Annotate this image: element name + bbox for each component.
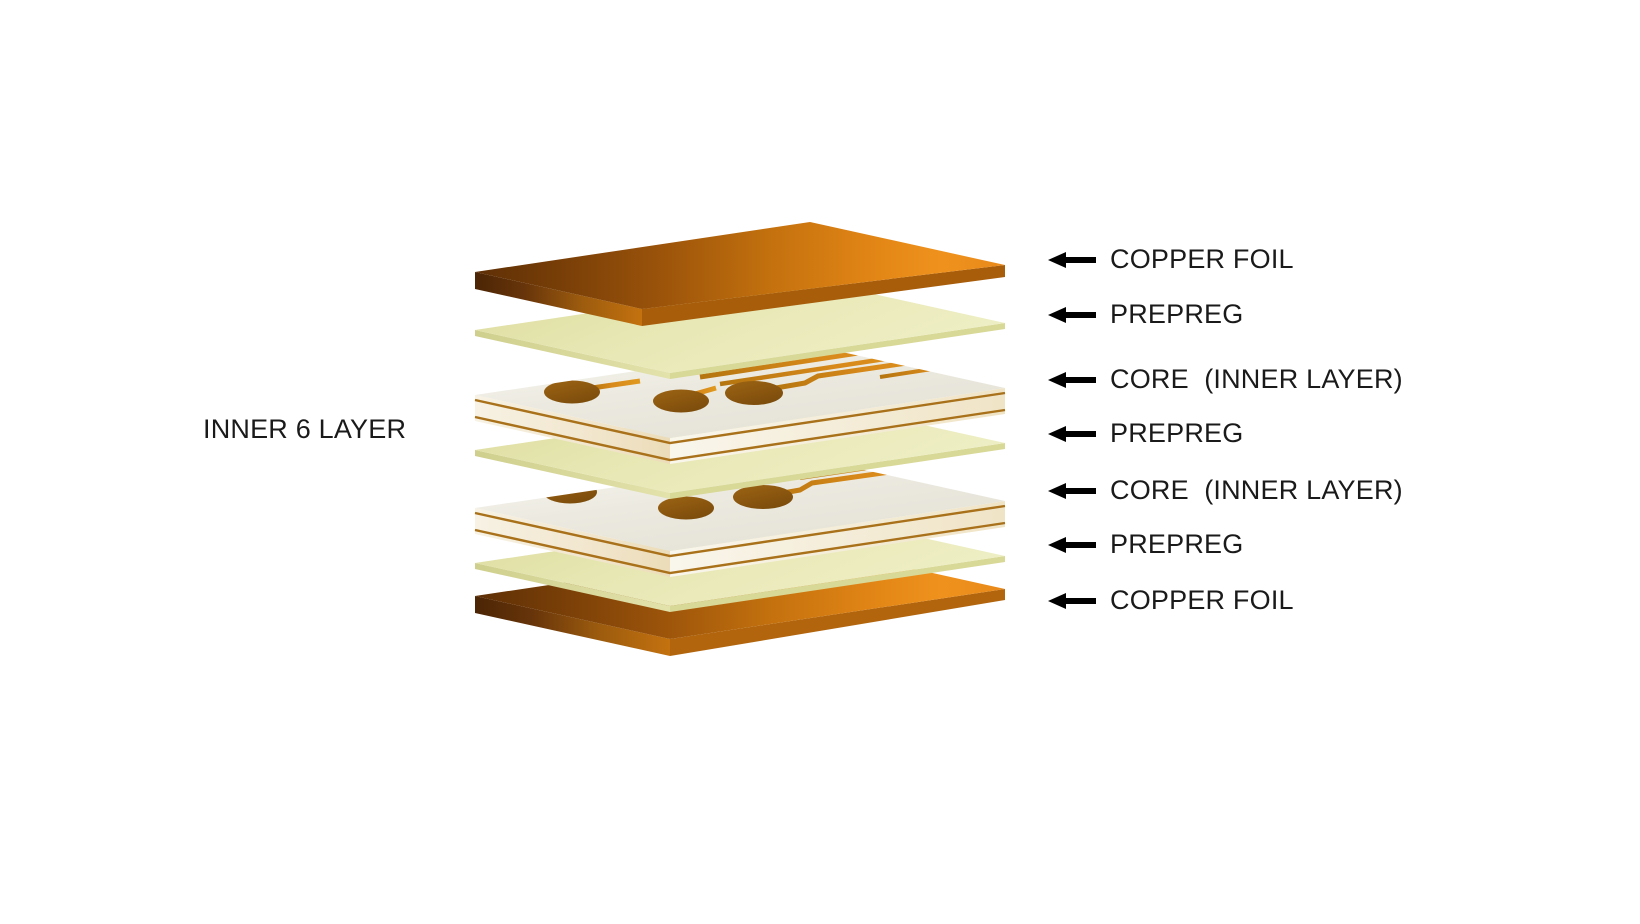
callout-arrow-core-inner-1 [1048, 372, 1096, 388]
prepreg-2-front-edge [670, 443, 1005, 499]
callout-label-prepreg-2: PREPREG [1110, 418, 1244, 448]
core-1-pad-2 [653, 389, 709, 413]
core-1-pad-3 [725, 381, 783, 405]
callout-arrow-prepreg-1 [1048, 307, 1096, 323]
core-2-pad-2 [658, 496, 714, 520]
prepreg-3-edge [475, 563, 670, 612]
prepreg-2-edge [475, 450, 670, 499]
callout-arrow-core-inner-2 [1048, 483, 1096, 499]
core-2-left-edge [475, 508, 670, 577]
prepreg-1-front-edge [670, 323, 1005, 379]
callout-label-core-inner-1: CORE (INNER LAYER) [1110, 364, 1403, 394]
layer-prepreg-1 [475, 280, 1005, 379]
copper-foil-bottom-front-edge [670, 589, 1005, 656]
core-1-pad-1 [544, 380, 600, 404]
stack-title: INNER 6 LAYER [203, 414, 407, 444]
callout-arrow-copper-foil-top [1048, 252, 1096, 268]
prepreg-3-front-edge [670, 556, 1005, 612]
callout-label-core-inner-2: CORE (INNER LAYER) [1110, 475, 1403, 505]
callout-arrow-copper-foil-bottom [1048, 593, 1096, 609]
layer-copper-foil-top [475, 222, 1005, 326]
callout-label-prepreg-1: PREPREG [1110, 299, 1244, 329]
prepreg-1-face [475, 280, 1005, 373]
callout-arrow-prepreg-2 [1048, 426, 1096, 442]
core-1-top-clad-line [474, 391, 1006, 445]
copper-foil-top-edge [475, 272, 642, 326]
core-1-left-edge [475, 395, 670, 464]
core-2-pad-3 [733, 485, 793, 509]
prepreg-1-edge [475, 330, 670, 379]
copper-foil-top-front-edge [642, 265, 1005, 326]
core-2-bottom-clad-line [474, 521, 1006, 575]
core-2-top-clad-line [474, 504, 1006, 558]
layer-core-inner-1 [474, 345, 1006, 464]
core-2-pad-1 [543, 480, 597, 504]
callout-label-prepreg-3: PREPREG [1110, 529, 1244, 559]
core-2-front-edge [670, 501, 1005, 577]
copper-foil-bottom-edge [475, 596, 670, 656]
copper-foil-top-face [475, 222, 1005, 309]
callout-label-copper-foil-bottom: COPPER FOIL [1110, 585, 1294, 615]
callout-arrows [1048, 252, 1096, 609]
core-1-front-edge [670, 388, 1005, 464]
callout-label-copper-foil-top: COPPER FOIL [1110, 244, 1294, 274]
core-1-trace-stub-1 [591, 378, 641, 391]
core-1-bottom-clad-line [474, 408, 1006, 462]
callout-arrow-prepreg-3 [1048, 537, 1096, 553]
